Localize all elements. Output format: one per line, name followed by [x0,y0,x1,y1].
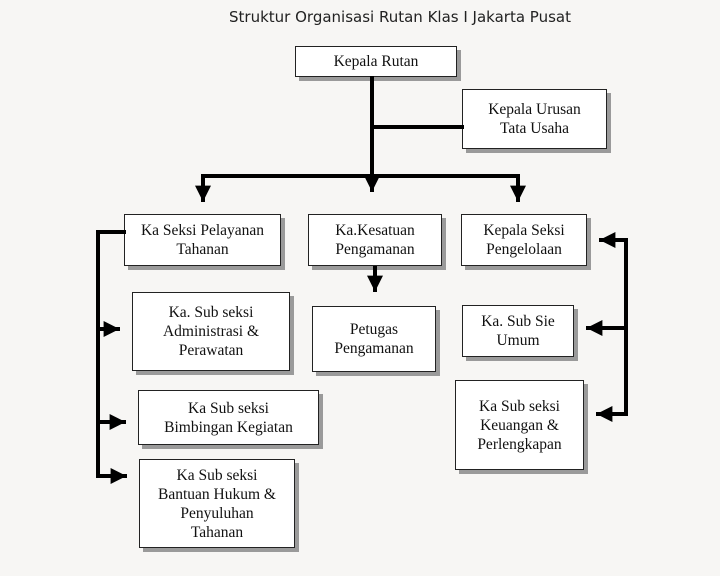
box-kesatuan-pengamanan: Ka.Kesatuan Pengamanan [308,214,442,266]
box-sub-administrasi-perawatan: Ka. Sub seksi Administrasi & Perawatan [132,292,290,371]
box-sub-keuangan-perlengkapan: Ka Sub seksi Keuangan & Perlengkapan [455,380,584,470]
box-sub-bimbingan-kegiatan: Ka Sub seksi Bimbingan Kegiatan [138,390,319,445]
box-kepala-urusan-tata-usaha: Kepala Urusan Tata Usaha [462,89,607,149]
box-sub-bantuan-hukum: Ka Sub seksi Bantuan Hukum & Penyuluhan … [139,459,295,548]
box-petugas-pengamanan: Petugas Pengamanan [312,306,436,372]
box-seksi-pengelolaan: Kepala Seksi Pengelolaan [461,214,587,266]
chart-title: Struktur Organisasi Rutan Klas I Jakarta… [229,8,571,26]
box-sub-umum: Ka. Sub Sie Umum [462,305,574,357]
box-seksi-pelayanan-tahanan: Ka Seksi Pelayanan Tahanan [124,214,281,266]
box-kepala-rutan: Kepala Rutan [295,46,457,77]
